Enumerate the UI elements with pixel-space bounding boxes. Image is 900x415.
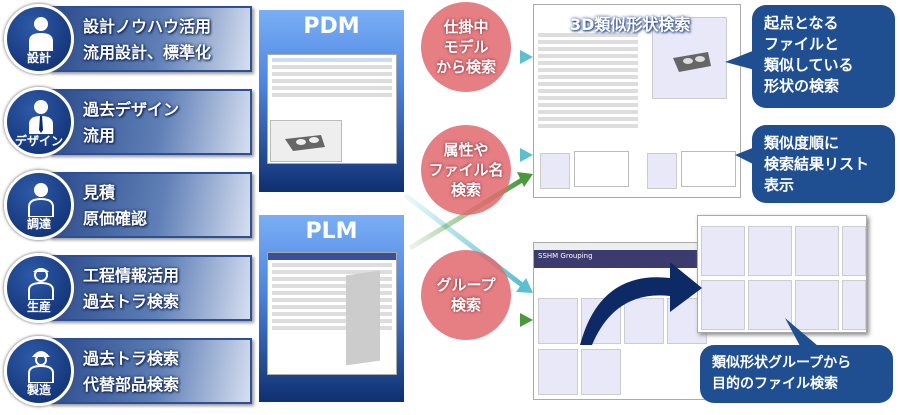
big-curved-arrow [580, 262, 702, 345]
role-label: 生産 [26, 300, 51, 314]
role-label: 製造 [26, 383, 51, 397]
role-row-production: 工程情報活用過去トラ検索 生産 [4, 253, 252, 323]
role-row-manufacturing: 過去トラ検索代替部品検索 製造 [4, 336, 252, 406]
role-text: 代替部品検索 [83, 375, 180, 394]
person-icon: 調達 [4, 170, 74, 240]
callout-result-list: 類似度順に検索結果リスト表示 [752, 125, 895, 203]
role-text: 設計ノウハウ活用 [83, 17, 212, 36]
plm-title: PLM [305, 219, 358, 244]
callout-similar-search: 起点となるファイルと類似している形状の検索 [752, 5, 895, 108]
person-icon: 設計 [4, 4, 74, 74]
plm-screenshot [267, 252, 397, 375]
role-row-procurement: 見積原価確認 調達 [4, 170, 252, 240]
role-text: 過去デザイン [83, 100, 180, 119]
role-row-designer: 過去デザイン流用 デザイン [4, 87, 252, 157]
role-text: 原価確認 [83, 209, 148, 228]
role-text: 過去トラ検索 [83, 292, 180, 311]
role-row-design: 設計ノウハウ活用流用設計、標準化 設計 [4, 4, 252, 74]
callout-tail [735, 147, 755, 165]
method-group-search: グループ検索 [421, 250, 511, 340]
role-text: 見積 [83, 183, 116, 202]
plm-panel: PLM [259, 215, 404, 402]
person-icon: デザイン [4, 87, 74, 157]
role-text: 流用 [83, 126, 116, 145]
pdm-title: PDM [303, 14, 360, 39]
pdm-panel: PDM [259, 10, 404, 192]
callout-tail [785, 318, 818, 346]
role-text: 流用設計、標準化 [83, 43, 212, 62]
worker-icon: 生産 [4, 253, 74, 323]
method-wip-model-search: 仕掛中モデルから検索 [421, 2, 511, 92]
role-text: 工程情報活用 [83, 266, 180, 285]
role-label: 設計 [26, 51, 51, 65]
pdm-screenshot [267, 54, 397, 164]
role-label: デザイン [14, 134, 63, 148]
role-label: 調達 [26, 217, 51, 231]
role-text: 過去トラ検索 [83, 349, 180, 368]
callout-tail [725, 50, 755, 70]
helmet-worker-icon: 製造 [4, 336, 74, 406]
grouping-result-screenshot [697, 215, 867, 333]
callout-group-search: 類似形状グループから目的のファイル検索 [700, 345, 893, 403]
method-attribute-search: 属性やファイル名検索 [421, 125, 511, 215]
search3d-title: 3D類似形状検索 [570, 15, 691, 34]
similar-shape-search-screenshot [533, 4, 741, 198]
